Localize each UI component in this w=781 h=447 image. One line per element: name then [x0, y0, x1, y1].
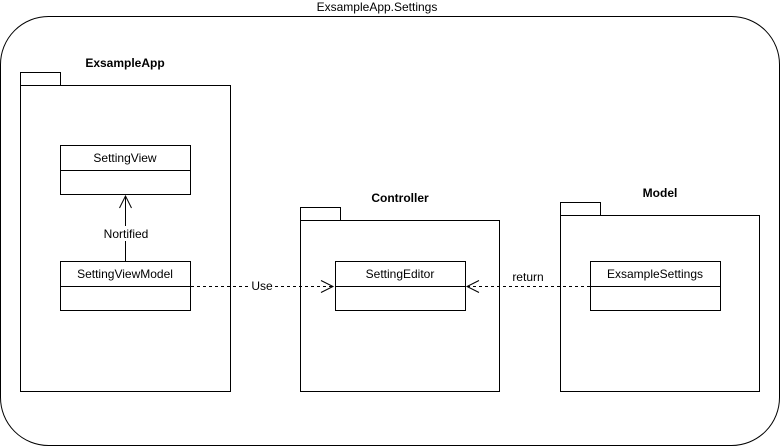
relation-use-label-bg	[250, 279, 275, 293]
package-controller-label: Controller	[371, 191, 429, 205]
class-settingeditor[interactable]: SettingEditor	[335, 261, 466, 311]
package-exsampleapp-label: ExsampleApp	[85, 56, 164, 70]
package-exsampleapp-tab	[20, 72, 61, 86]
class-settingviewmodel[interactable]: SettingViewModel	[60, 261, 191, 311]
class-exsamplesettings-name: ExsampleSettings	[607, 267, 703, 281]
class-settingeditor-name: SettingEditor	[366, 267, 435, 281]
class-settingviewmodel-name: SettingViewModel	[77, 267, 173, 281]
relation-return[interactable]: return	[465, 270, 590, 293]
package-exsampleapp[interactable]: ExsampleApp	[20, 56, 231, 392]
class-exsamplesettings[interactable]: ExsampleSettings	[590, 261, 721, 311]
package-model-tab	[560, 202, 601, 216]
class-settingview-name: SettingView	[93, 151, 156, 165]
package-controller-tab	[300, 207, 341, 221]
class-settingview[interactable]: SettingView	[60, 145, 191, 195]
relation-notified-label: Nortified	[104, 227, 149, 241]
relation-notified[interactable]: Nortified	[100, 194, 152, 261]
relation-use-label: Use	[251, 279, 273, 293]
package-model-label: Model	[643, 186, 678, 200]
relation-return-label: return	[512, 270, 543, 284]
relation-notified-arrowhead	[119, 194, 132, 209]
outer-boundary-title: ExsampleApp.Settings	[317, 0, 438, 14]
relation-use[interactable]: Use	[191, 279, 335, 293]
relation-return-arrowhead	[465, 280, 480, 293]
relation-notified-label-bg	[100, 226, 152, 241]
relation-use-arrowhead	[320, 280, 335, 293]
